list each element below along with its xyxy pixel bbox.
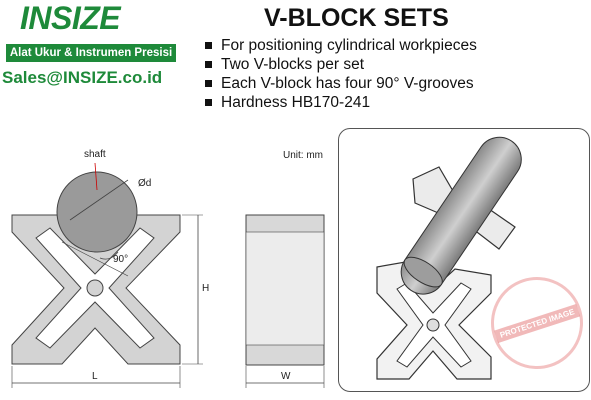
feature-item: Hardness HB170-241 bbox=[203, 93, 477, 112]
feature-item: Each V-block has four 90° V-grooves bbox=[203, 74, 477, 93]
feature-item: Two V-blocks per set bbox=[203, 55, 477, 74]
unit-label: Unit: mm bbox=[283, 150, 323, 161]
page-title: V-BLOCK SETS bbox=[264, 4, 449, 32]
length-label: L bbox=[92, 371, 98, 382]
brand-name: INSIZE bbox=[20, 0, 121, 36]
brand-logo: INSIZE Alat Ukur & Instrumen Presisi bbox=[2, 0, 178, 66]
width-label: W bbox=[281, 371, 291, 382]
front-view-slots bbox=[35, 227, 155, 349]
product-photo: PROTECTED IMAGE bbox=[338, 128, 591, 392]
shaft-circle bbox=[56, 171, 138, 253]
diameter-label: Ød bbox=[138, 178, 152, 189]
brand-tagline: Alat Ukur & Instrumen Presisi bbox=[6, 44, 176, 62]
watermark-text: PROTECTED IMAGE bbox=[494, 303, 580, 343]
feature-list: For positioning cylindrical workpieces T… bbox=[203, 36, 477, 112]
feature-item: For positioning cylindrical workpieces bbox=[203, 36, 477, 55]
sales-email[interactable]: Sales@INSIZE.co.id bbox=[2, 68, 163, 87]
vblock-photo-illustration bbox=[376, 136, 522, 380]
height-label: H bbox=[202, 283, 210, 294]
angle-label: 90° bbox=[113, 254, 129, 265]
shaft-label: shaft bbox=[84, 149, 106, 160]
